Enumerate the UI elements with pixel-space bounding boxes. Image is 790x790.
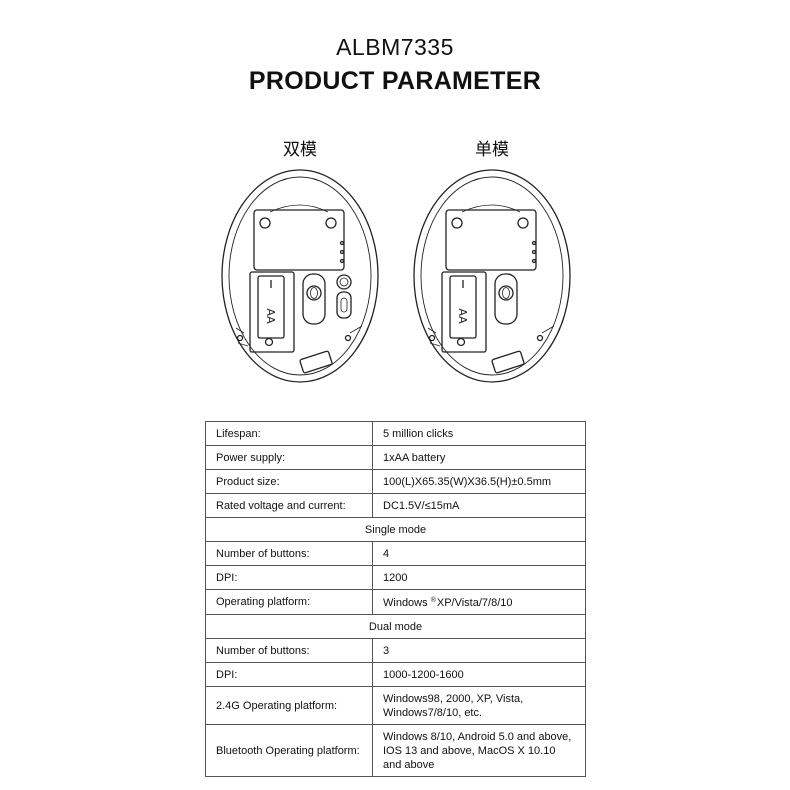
spec-key: DPI: [205,662,373,687]
spec-row-lifespan: Lifespan: 5 million clicks [205,421,586,446]
registered-mark: ® [430,597,436,604]
spec-value: Windows ®XP/Vista/7/8/10 [372,589,586,615]
dual-mode-label: 双模 [283,140,317,160]
spec-value: 5 million clicks [372,421,586,446]
spec-value: Windows 8/10, Android 5.0 and above, IOS… [372,724,586,777]
single-battery-label: AA [456,308,469,324]
single-mode-label: 单模 [475,140,509,160]
spec-row-rated-voltage: Rated voltage and current: DC1.5V/≤15mA [205,493,586,518]
spec-key: Lifespan: [205,421,373,446]
platform-prefix: Windows [383,597,431,609]
page-title: PRODUCT PARAMETER [248,67,542,95]
section-title: Dual mode [205,614,586,639]
spec-row-product-size: Product size: 100(L)X65.35(W)X36.5(H)±0.… [205,469,586,494]
spec-key: Power supply: [205,445,373,470]
dual-mode-mouse-illustration: AA [221,169,379,383]
spec-key: Number of buttons: [205,638,373,663]
spec-key: DPI: [205,565,373,590]
spec-value: Windows98, 2000, XP, Vista, Windows7/8/1… [372,686,586,725]
spec-row-single-buttons: Number of buttons: 4 [205,541,586,566]
spec-key: 2.4G Operating platform: [205,686,373,725]
section-title: Single mode [205,517,586,542]
spec-value: 3 [372,638,586,663]
spec-table: Lifespan: 5 million clicks Power supply:… [205,421,586,777]
spec-row-single-platform: Operating platform: Windows ®XP/Vista/7/… [205,589,586,615]
spec-row-dual-dpi: DPI: 1000-1200-1600 [205,662,586,687]
spec-value: 1xAA battery [372,445,586,470]
spec-key: Number of buttons: [205,541,373,566]
spec-key: Rated voltage and current: [205,493,373,518]
single-mode-mouse-illustration: AA [413,169,571,383]
spec-value: 100(L)X65.35(W)X36.5(H)±0.5mm [372,469,586,494]
spec-key: Bluetooth Operating platform: [205,724,373,777]
spec-row-bluetooth-platform: Bluetooth Operating platform: Windows 8/… [205,724,586,777]
spec-row-power-supply: Power supply: 1xAA battery [205,445,586,470]
spec-row-dual-buttons: Number of buttons: 3 [205,638,586,663]
spec-key: Operating platform: [205,589,373,615]
model-number: ALBM7335 [336,34,454,60]
spec-value: 4 [372,541,586,566]
spec-value: 1000-1200-1600 [372,662,586,687]
dual-battery-label: AA [264,308,277,324]
section-header-single-mode: Single mode [205,517,586,542]
spec-row-single-dpi: DPI: 1200 [205,565,586,590]
spec-key: Product size: [205,469,373,494]
platform-suffix: XP/Vista/7/8/10 [436,597,513,609]
spec-row-24g-platform: 2.4G Operating platform: Windows98, 2000… [205,686,586,725]
spec-value: DC1.5V/≤15mA [372,493,586,518]
spec-value: 1200 [372,565,586,590]
section-header-dual-mode: Dual mode [205,614,586,639]
